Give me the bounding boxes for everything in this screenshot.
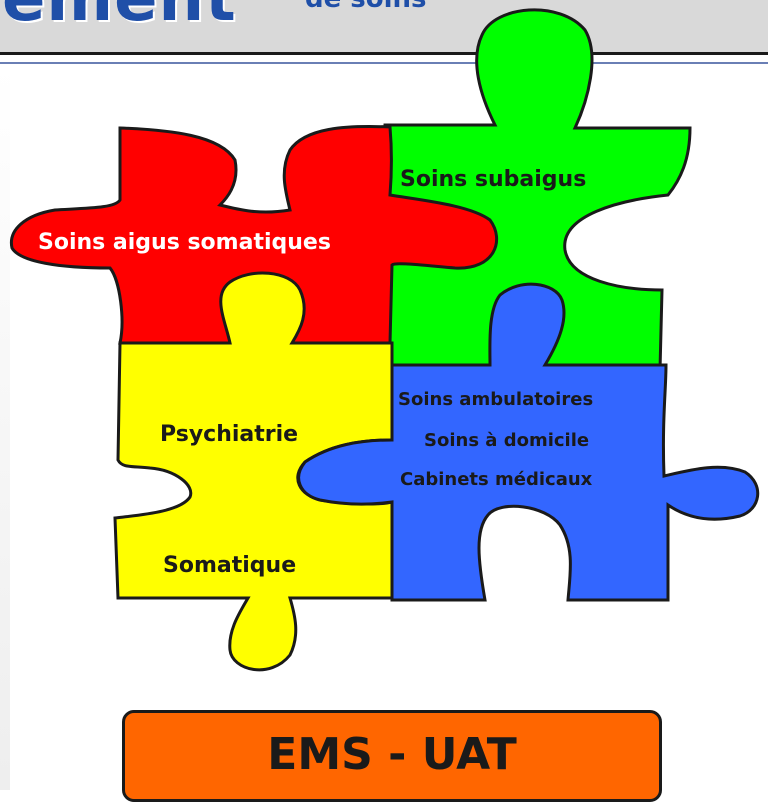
header-band [0, 0, 768, 55]
ems-uat-label: EMS - UAT [267, 729, 517, 780]
label-psychiatrie: Psychiatrie [160, 422, 298, 447]
puzzle-piece-blue [297, 282, 760, 602]
left-margin-strip [0, 64, 10, 790]
label-cabinets-medicaux: Cabinets médicaux [400, 469, 593, 490]
header-divider [0, 62, 768, 64]
ems-uat-box: EMS - UAT [122, 710, 662, 802]
label-soins-aigus: Soins aigus somatiques [38, 230, 331, 255]
puzzle-piece-red [9, 124, 499, 345]
puzzle-piece-green [373, 8, 692, 372]
page-title: ement [2, 0, 237, 36]
label-soins-subaigus: Soins subaigus [400, 167, 586, 192]
page-title-suffix: de soins [305, 0, 427, 14]
label-soins-ambulatoires: Soins ambulatoires [398, 389, 593, 410]
label-soins-domicile: Soins à domicile [424, 430, 589, 451]
label-somatique: Somatique [163, 553, 296, 578]
